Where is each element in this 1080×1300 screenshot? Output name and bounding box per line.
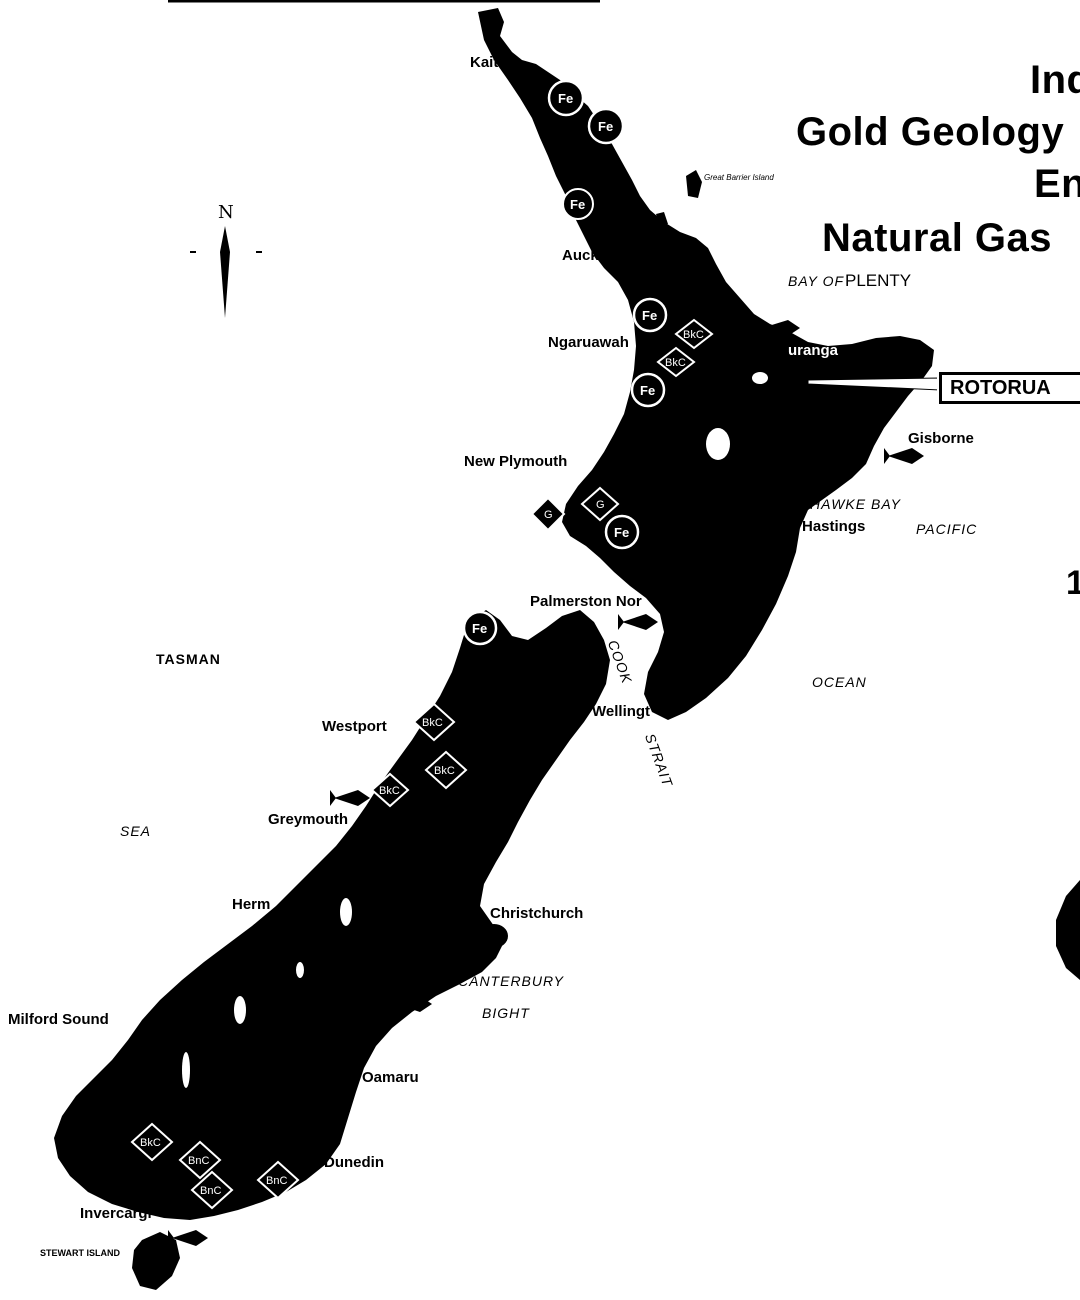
label-pacific: PACIFIC [916, 521, 977, 537]
label-auckland: Auckl [562, 247, 603, 264]
rotorua-callout: ROTORUA [937, 370, 1080, 406]
label-invercargill: Invercargi [80, 1205, 152, 1222]
black-coal-icon: BkC [412, 702, 456, 742]
label-canterbury: CANTERBURY [458, 973, 565, 989]
compass-label: N [218, 202, 234, 223]
label-strait: STRAIT [642, 731, 676, 789]
label-sea: SEA [120, 823, 151, 839]
iron-icon: Fe [632, 297, 668, 333]
label-new-plymouth: New Plymouth [464, 453, 567, 470]
brown-coal-icon: BnC [190, 1170, 234, 1210]
fish-icon [884, 448, 924, 464]
label-hawke-bay: HAWKE BAY [810, 496, 902, 512]
label-tauranga: uranga [788, 342, 839, 359]
svg-text:BkC: BkC [683, 329, 704, 341]
svg-text:G: G [544, 509, 553, 521]
fish-icon [760, 320, 800, 336]
label-gisborne: Gisborne [908, 430, 974, 447]
title-line-3: En [1034, 162, 1080, 206]
stewart-island-landmass [132, 1232, 180, 1290]
fish-icon [168, 1230, 208, 1246]
svg-text:BnC: BnC [188, 1155, 209, 1167]
svg-text:BnC: BnC [266, 1175, 287, 1187]
label-christchurch: Christchurch [490, 905, 583, 922]
svg-text:BkC: BkC [379, 785, 400, 797]
title-line-2: Gold Geology [796, 110, 1065, 154]
gas-deposits: G G [530, 486, 620, 532]
south-island-landmass [54, 610, 610, 1220]
label-wellington: Wellingt [592, 703, 650, 720]
iron-icon: Fe [630, 372, 666, 408]
edge-number: 1 [1066, 564, 1080, 602]
black-coal-icon: BkC [130, 1122, 174, 1162]
fish-icon [508, 640, 548, 656]
brown-coal-icon: BnC [178, 1140, 222, 1180]
coromandel-fragment [656, 212, 668, 226]
iron-icon: Fe [587, 107, 625, 145]
iron-icon: Fe [562, 188, 594, 220]
lake-taupo [706, 428, 730, 460]
fish-icon [330, 790, 370, 806]
label-bay-of: BAY OF [788, 273, 845, 289]
svg-text:BnC: BnC [200, 1185, 221, 1197]
label-westport: Westport [322, 718, 387, 735]
black-coal-icon: BkC [370, 772, 410, 808]
brown-coal-deposits: BnC BnC BnC [178, 1140, 300, 1210]
label-greymouth: Greymouth [268, 811, 348, 828]
gas-icon: G [580, 486, 620, 522]
gas-icon: G [530, 496, 566, 532]
svg-text:Fe: Fe [614, 525, 629, 540]
great-barrier-island [686, 170, 702, 198]
brown-coal-icon: BnC [256, 1160, 300, 1200]
label-hastings: Hastings [802, 518, 865, 535]
label-hermitage: Herm [232, 896, 270, 913]
title-line-1: Ind [1030, 58, 1080, 102]
label-palmerston-north: Palmerston Nor [530, 593, 642, 610]
iron-deposits: Fe Fe Fe Fe Fe Fe Fe [462, 79, 668, 646]
svg-text:Fe: Fe [598, 119, 613, 134]
svg-text:Fe: Fe [570, 197, 585, 212]
fish-icons [168, 320, 924, 1246]
black-coal-icon: BkC [674, 318, 714, 350]
black-coal-icon: BkC [424, 750, 468, 790]
svg-text:Fe: Fe [642, 308, 657, 323]
lake-rotorua [752, 372, 768, 384]
label-bight: BIGHT [482, 1005, 530, 1021]
lake-south-4 [296, 962, 304, 978]
black-coal-icon: BkC [656, 346, 696, 378]
label-oamaru: Oamaru [362, 1069, 419, 1086]
fish-icon [618, 614, 658, 630]
label-tasman: TASMAN [156, 651, 221, 667]
svg-text:BkC: BkC [665, 357, 686, 369]
banks-peninsula [480, 924, 508, 948]
label-dunedin: Dunedin [324, 1154, 384, 1171]
label-milford-sound: Milford Sound [8, 1011, 109, 1028]
title-line-4: Natural Gas [822, 216, 1053, 260]
label-plenty: PLENTY [845, 271, 911, 290]
lake-south-1 [340, 898, 352, 926]
compass-north-arrow: N [190, 202, 262, 318]
fish-icon [392, 996, 432, 1012]
edge-graphic [1056, 880, 1080, 980]
svg-text:G: G [596, 499, 605, 511]
svg-text:Fe: Fe [558, 91, 573, 106]
svg-text:Fe: Fe [640, 383, 655, 398]
label-great-barrier: Great Barrier Island [704, 173, 774, 182]
svg-text:BkC: BkC [422, 717, 443, 729]
label-kaitaia: Kaita [470, 54, 507, 71]
iron-icon: Fe [547, 79, 585, 117]
svg-text:Fe: Fe [472, 621, 487, 636]
label-ngaruawahia: Ngaruawah [548, 334, 629, 351]
north-island-landmass [478, 8, 934, 720]
lake-south-2 [234, 996, 246, 1024]
svg-text:BkC: BkC [140, 1137, 161, 1149]
label-ocean: OCEAN [812, 674, 867, 690]
iron-icon: Fe [604, 514, 640, 550]
label-stewart-island: STEWART ISLAND [40, 1248, 120, 1258]
iron-icon: Fe [462, 610, 498, 646]
svg-text:BkC: BkC [434, 765, 455, 777]
black-coal-deposits: BkC BkC BkC BkC BkC BkC [130, 318, 714, 1162]
lake-south-3 [182, 1052, 190, 1088]
